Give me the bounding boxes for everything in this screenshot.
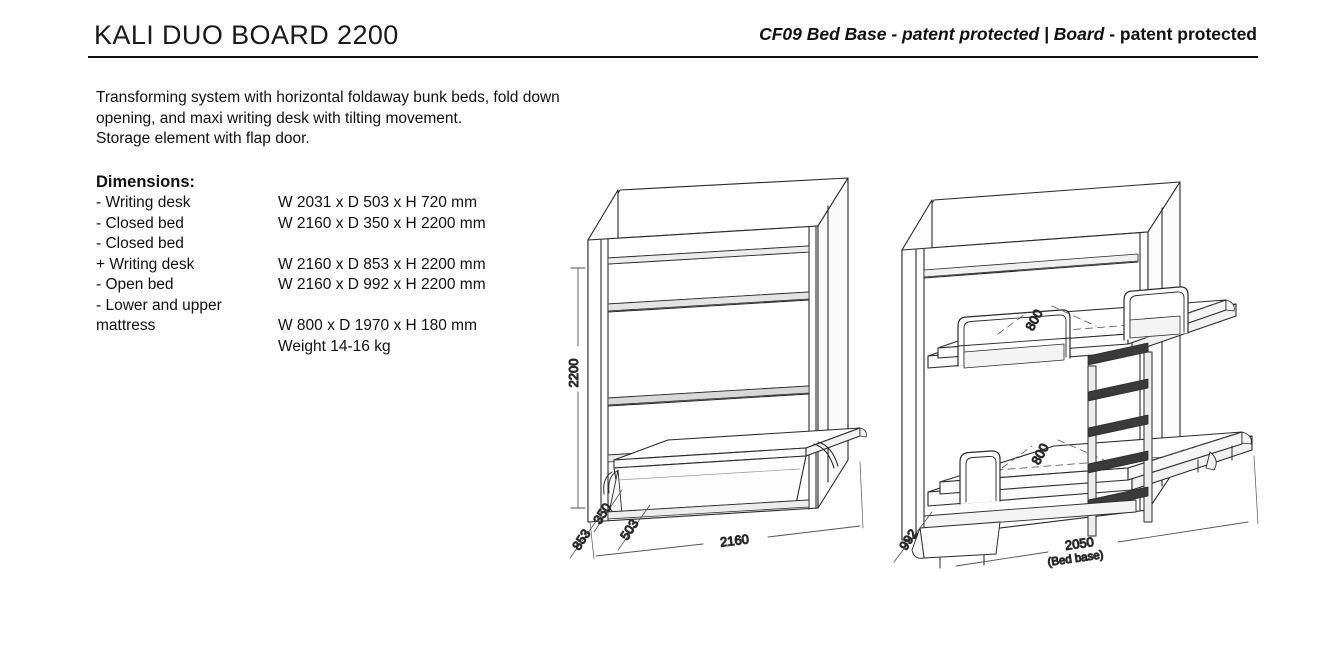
patent-notice-italic: CF09 Bed Base - patent protected | Board [759, 24, 1105, 44]
dimension-row: - Closed bed W 2160 x D 350 x H 2200 mm [96, 214, 566, 235]
technical-drawing-closed-bed: 2200 2160 350 503 853 [560, 160, 900, 580]
dimension-row: Weight 14-16 kg [96, 337, 566, 358]
dimension-value: W 2160 x D 992 x H 2200 mm [278, 276, 486, 293]
page-header: KALI DUO BOARD 2200 CF09 Bed Base - pate… [0, 0, 1343, 62]
patent-notice-bold: - patent protected [1104, 24, 1257, 44]
dimension-label [96, 337, 278, 358]
dimension-label: - Lower and upper mattress [96, 296, 222, 335]
product-description: Transforming system with horizontal fold… [96, 89, 560, 147]
page-title: KALI DUO BOARD 2200 [94, 20, 399, 50]
dimension-base-width-note: (Bed base) [1047, 549, 1105, 569]
dimension-label: - Open bed [96, 276, 174, 293]
dimension-width-2160: 2160 [719, 531, 749, 549]
dimension-value: W 2031 x D 503 x H 720 mm [278, 194, 477, 211]
technical-drawing-open-bunk-beds: 800 800 [880, 160, 1300, 580]
dimension-row: - Open bed W 2160 x D 992 x H 2200 mm [96, 275, 566, 296]
dimension-label: - Closed bed [96, 214, 184, 232]
dimension-value: W 800 x D 1970 x H 180 mm [278, 317, 477, 334]
dimensions-block: Dimensions: - Writing desk W 2031 x D 50… [96, 173, 566, 357]
dimensions-title: Dimensions: [96, 173, 196, 191]
dimension-height-2200: 2200 [566, 359, 581, 388]
dimension-value: Weight 14-16 kg [278, 337, 391, 355]
dimension-value: W 2160 x D 350 x H 2200 mm [278, 214, 486, 232]
dimension-row: - Writing desk W 2031 x D 503 x H 720 mm [96, 193, 566, 214]
dimension-base-width-2050: 2050 [1064, 534, 1095, 553]
header-divider [88, 56, 1258, 58]
dimension-row: - Closed bed + Writing desk W 2160 x D 8… [96, 234, 566, 275]
dimension-value: W 2160 x D 853 x H 2200 mm [278, 255, 486, 273]
dimension-label: - Writing desk [96, 194, 191, 211]
dimension-label: - Closed bed + Writing desk [96, 235, 195, 273]
dimension-row: - Lower and upper mattress W 800 x D 197… [96, 296, 566, 337]
patent-notice: CF09 Bed Base - patent protected | Board… [759, 24, 1257, 45]
